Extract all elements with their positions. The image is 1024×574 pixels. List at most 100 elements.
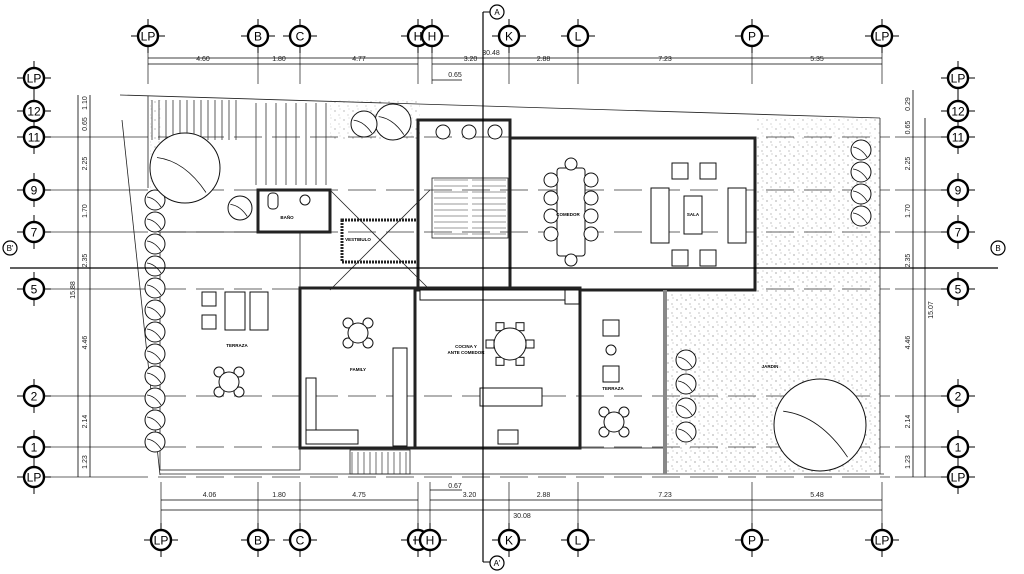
axis-label: 9 [955,184,962,198]
dimension-label: 1.70 [905,204,912,218]
axis-bubble-bottom: L [561,523,595,557]
round-table [493,327,527,361]
room-label-vestibulo: VESTIBULO [345,237,371,242]
sofa [650,187,670,244]
dimension-label: 2.25 [905,157,912,171]
dimension-label: 5.35 [810,56,824,63]
dimension-label: 0.67 [448,483,462,490]
axis-label: L [575,534,582,548]
dimension-label: 4.46 [82,336,89,350]
axis-label: P [748,534,756,548]
section-label: A [494,8,500,17]
axis-bubble-bottom: C [283,523,317,557]
axis-bubble-bottom: P [735,523,769,557]
axis-label: 7 [31,226,38,240]
axis-bubble-right: LP [941,61,975,95]
dimension-label: 0.65 [448,72,462,79]
axis-label: LP [27,471,42,485]
axis-label: K [505,30,513,44]
tree-icon [149,132,221,204]
axis-label: H [426,534,435,548]
axis-label: 1 [31,441,38,455]
sink [299,194,311,206]
axis-label: 5 [955,283,962,297]
stove [497,429,519,445]
tree-icon [144,233,166,255]
axis-label: 7 [955,226,962,240]
tree-icon [144,321,166,343]
tree-icon [850,139,872,161]
axis-bubble-left: 1 [17,430,51,464]
dimension-label: 1.70 [82,204,89,218]
axis-bubble-top: H [415,19,449,53]
axis-label: LP [154,534,169,548]
dimension-label: 3.20 [464,56,478,63]
tree-icon [227,195,253,221]
dimension-total: 30.08 [513,513,531,520]
dimension-label: 2.88 [537,492,551,499]
dimension-label: 1.80 [272,492,286,499]
dimension-label: 1.10 [82,96,89,110]
dimension-label: 0.65 [905,121,912,135]
section-label: B' [7,244,14,253]
tree-icon [144,409,166,431]
axis-bubble-left: 5 [17,272,51,306]
room-label-family: FAMILY [350,367,366,372]
axis-label: B [254,534,262,548]
axis-bubble-top: B [241,19,275,53]
tree-icon [144,365,166,387]
axis-label: C [296,534,305,548]
axis-bubble-bottom: LP [144,523,178,557]
dimension-label: 5.48 [810,492,824,499]
axis-label: 11 [28,131,41,145]
dimension-label: 2.14 [905,415,912,429]
dimension-total: 15.88 [70,281,77,299]
dimension-total: 30.48 [482,50,500,57]
axis-bubble-top: C [283,19,317,53]
section-marker-b: B [990,240,1006,256]
section-marker-a: A [489,4,505,20]
dimension-label: 2.35 [82,254,89,268]
axis-label: LP [951,72,966,86]
tree-icon [675,421,697,443]
room-label-bano: BAÑO [280,214,294,220]
section-label: B [995,244,1000,253]
dimension-label: 1.80 [272,56,286,63]
axis-bubble-bottom: K [492,523,526,557]
dimension-label: 7.23 [658,492,672,499]
axis-bubble-right: 2 [941,379,975,413]
room-labels: BAÑO VESTIBULO COMEDOR SALA TERRAZA FAMI… [226,212,778,391]
tree-icon [144,299,166,321]
dimension-label: 7.23 [658,56,672,63]
axis-bubble-bottom: LP [865,523,899,557]
tree-icon [144,343,166,365]
room-label-jardin: JARDIN [762,364,779,369]
tree-icon [675,397,697,419]
axis-bubble-right: 5 [941,272,975,306]
tree-icon [675,349,697,371]
room-label-ante-comedor: ANTE COMEDOR [448,350,486,355]
trees [144,103,872,472]
axis-label: L [575,30,582,44]
dimension-label: 1.23 [905,455,912,469]
axis-label: 11 [952,131,965,145]
axis-bubble-right: 7 [941,215,975,249]
dimension-label: 4.46 [905,336,912,350]
axis-bubble-top: L [561,19,595,53]
dimension-label: 2.88 [537,56,551,63]
dimension-label: 2.14 [82,415,89,429]
axis-label: 12 [27,105,41,119]
axis-label: 1 [955,441,962,455]
section-marker-a-prime: A' [489,555,505,571]
axis-bubble-left: 11 [17,120,51,154]
sofa [727,187,747,244]
tree-icon [675,373,697,395]
tree-icon [850,205,872,227]
dimension-label: 3.20 [463,492,477,499]
dimension-label: 4.60 [196,56,210,63]
room-label-terraza: TERRAZA [226,343,248,348]
axis-label: LP [875,534,890,548]
